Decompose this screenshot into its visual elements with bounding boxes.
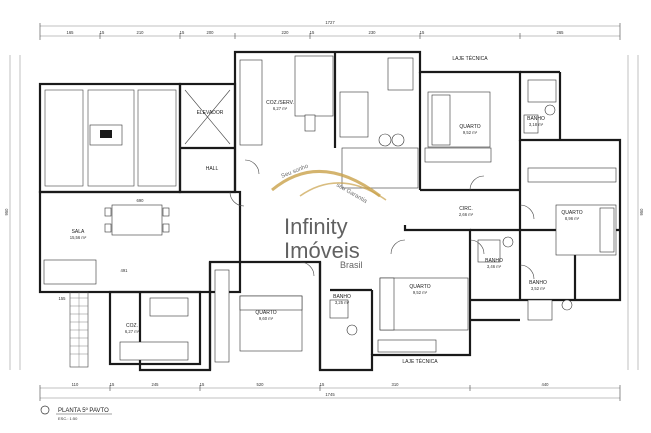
- dim-bottom-row: 110 15 245 15 520 15 310 440: [72, 382, 550, 387]
- area-quarto-left: 9,60 m²: [259, 316, 274, 321]
- dim-interior-b: 491: [121, 268, 129, 273]
- area-quarto-right: 8,96 m²: [565, 216, 580, 221]
- area-banho-top: 3,18 m²: [529, 122, 544, 127]
- dim-bottom-6: 310: [392, 382, 400, 387]
- dim-bottom-5: 15: [320, 382, 325, 387]
- area-banho-right: 3,52 m²: [531, 286, 546, 291]
- label-coz-serv: COZ./SERV.: [266, 100, 294, 106]
- drawing-caption: PLANTA 5º PAVTO ESC.: 1:50: [40, 405, 112, 421]
- dim-interior-a: 690: [137, 198, 145, 203]
- watermark-swoosh-inner: [299, 182, 387, 201]
- area-quarto-center: 9,52 m²: [413, 290, 428, 295]
- label-sala: SALA: [72, 229, 85, 235]
- dim-bottom-0: 110: [72, 382, 79, 387]
- dim-top-0: 165: [67, 30, 75, 35]
- dim-right-side: 950: [639, 208, 644, 216]
- dim-top-6: 15: [310, 30, 315, 35]
- area-banho-center: 3,25 m²: [335, 300, 350, 305]
- dim-bottom-4: 520: [257, 382, 265, 387]
- dimension-lines: [9, 23, 639, 401]
- dim-bottom-total: 1745: [325, 392, 335, 397]
- dim-top-row: 165 15 210 15 200 220 15 230 15 265: [67, 30, 565, 35]
- label-coz-left: COZ.: [126, 323, 138, 329]
- label-banho-mid: BANHO: [485, 258, 503, 264]
- label-hall: HALL: [206, 166, 219, 172]
- area-coz-serv: 6,27 m²: [273, 106, 288, 111]
- hatch-strip: [70, 292, 88, 367]
- area-circ: 2,66 m²: [459, 212, 474, 217]
- caption-title: PLANTA 5º PAVTO: [58, 407, 109, 414]
- dim-interior-c: 155: [59, 296, 67, 301]
- furniture: [43, 55, 617, 363]
- watermark-brand-line3: Brasil: [340, 260, 363, 270]
- watermark-brand-line1: Infinity: [284, 214, 348, 239]
- label-elevador: ELEVADOR: [197, 110, 224, 116]
- label-banho-top: BANHO: [527, 116, 545, 122]
- caption-marker-icon: [40, 405, 50, 415]
- dim-top-1: 15: [100, 30, 105, 35]
- dim-bottom-3: 15: [200, 382, 205, 387]
- watermark-swoosh: [271, 170, 381, 198]
- label-laje-tecnica-bottom: LAJE TÉCNICA: [402, 358, 438, 365]
- dim-top-7: 230: [369, 30, 377, 35]
- dim-bottom-7: 440: [542, 382, 550, 387]
- label-quarto-right: QUARTO: [561, 210, 582, 216]
- label-quarto-left: QUARTO: [255, 310, 276, 316]
- label-quarto-top: QUARTO: [459, 124, 480, 130]
- dim-top-9: 265: [557, 30, 565, 35]
- area-banho-mid: 3,46 m²: [487, 264, 502, 269]
- area-coz-left: 6,27 m²: [125, 329, 140, 334]
- dim-top-5: 220: [282, 30, 290, 35]
- dim-top-3: 15: [180, 30, 185, 35]
- dim-bottom-1: 15: [110, 382, 115, 387]
- room-labels: ELEVADOR HALL COZ./SERV. 6,27 m² LAJE TÉ…: [70, 55, 583, 365]
- label-laje-tecnica-top: LAJE TÉCNICA: [452, 55, 488, 62]
- dim-bottom-2: 245: [152, 382, 160, 387]
- dim-top-total: 1727: [325, 20, 335, 25]
- dim-top-8: 15: [420, 30, 425, 35]
- dim-top-4: 200: [207, 30, 215, 35]
- caption-scale: ESC.: 1:50: [58, 416, 78, 421]
- label-banho-center: BANHO: [333, 294, 351, 300]
- area-quarto-top: 9,52 m²: [463, 130, 478, 135]
- dim-top-2: 210: [137, 30, 145, 35]
- area-sala: 15,56 m²: [70, 235, 87, 240]
- label-quarto-center: QUARTO: [409, 284, 430, 290]
- door-swings: [229, 159, 535, 280]
- dim-left-side: 950: [4, 208, 9, 216]
- label-banho-right: BANHO: [529, 280, 547, 286]
- watermark-brand-line2: Imóveis: [284, 238, 360, 263]
- label-circ: CIRC.: [459, 206, 473, 212]
